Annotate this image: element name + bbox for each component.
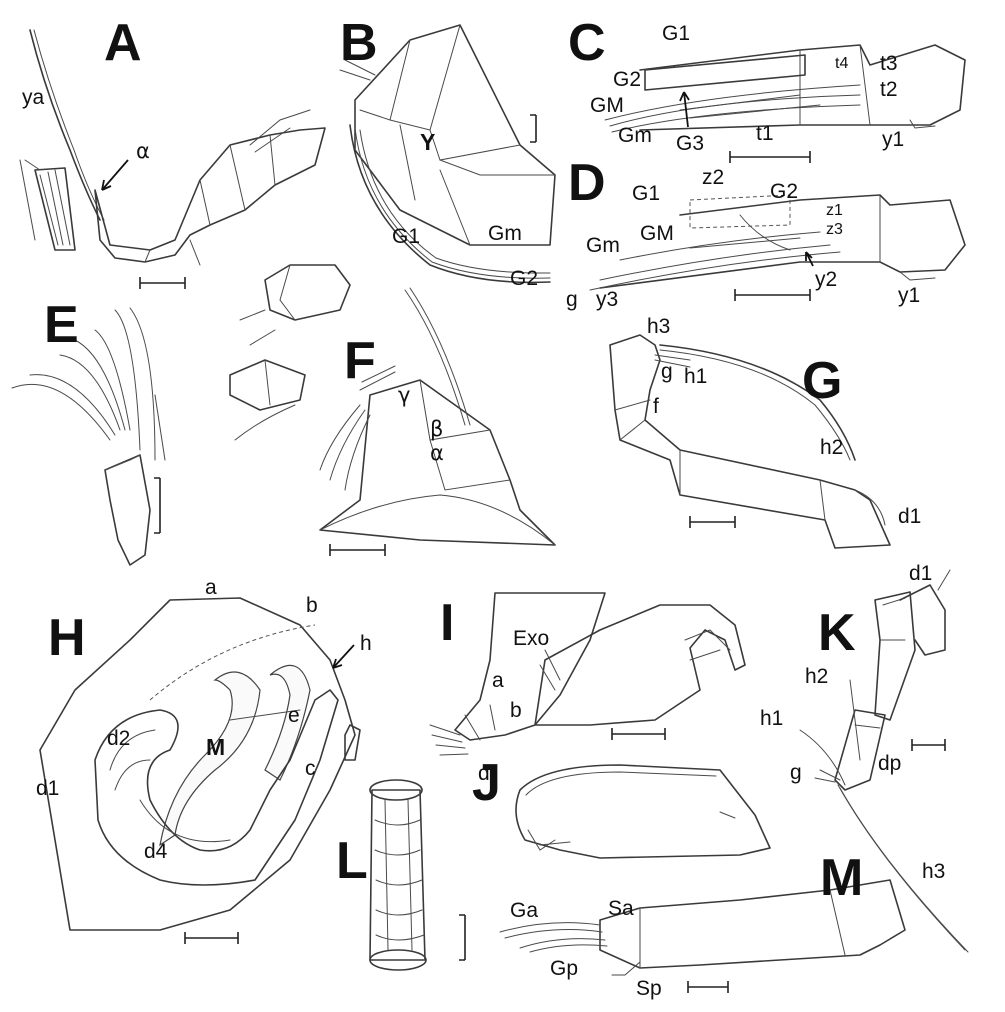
panel-d-label-z3: z3 bbox=[826, 221, 843, 238]
panel-g-label-h3: h3 bbox=[647, 315, 670, 338]
panel-g-label-h2: h2 bbox=[820, 436, 843, 459]
panel-m-letter: M bbox=[820, 849, 863, 907]
panel-m-label-Ga: Ga bbox=[510, 899, 538, 922]
panel-d-label-y3: y3 bbox=[596, 288, 618, 311]
panel-l-letter: L bbox=[336, 832, 368, 890]
panel-c-label-t1: t1 bbox=[756, 122, 774, 145]
panel-d-letter: D bbox=[568, 154, 606, 212]
panel-m: M Ga Sa Gp Sp bbox=[499, 849, 906, 1000]
panel-d-label-y2: y2 bbox=[815, 268, 837, 291]
panel-i-label-a: a bbox=[492, 669, 504, 692]
panel-c-label-y1: y1 bbox=[882, 128, 904, 151]
panel-j: J bbox=[472, 754, 771, 859]
panel-k-label-g: g bbox=[790, 761, 802, 784]
panel-i: I Exo a b d bbox=[429, 592, 746, 785]
panel-i-label-d: d bbox=[478, 762, 490, 785]
panel-h-label-e: e bbox=[288, 704, 300, 727]
panel-b: B Y G1 Gm G2 bbox=[339, 14, 556, 290]
panel-g-letter: G bbox=[802, 352, 842, 410]
panel-k-label-h3: h3 bbox=[922, 860, 945, 883]
panel-g-label-h1: h1 bbox=[684, 365, 707, 388]
panel-c-label-G1: G1 bbox=[662, 22, 690, 45]
panel-b-label-G1: G1 bbox=[392, 225, 420, 248]
panel-d-label-G1: G1 bbox=[632, 182, 660, 205]
panel-d-label-z2: z2 bbox=[702, 166, 724, 189]
panel-h-label-d1: d1 bbox=[36, 777, 59, 800]
panel-g-label-d1: d1 bbox=[898, 505, 921, 528]
panel-k-label-d1: d1 bbox=[909, 562, 932, 585]
panel-d-label-Gm: Gm bbox=[586, 234, 620, 257]
panel-h-label-c: c bbox=[305, 757, 316, 780]
panel-m-label-Sa: Sa bbox=[608, 897, 634, 920]
panel-f-label-gamma: γ bbox=[398, 383, 410, 407]
panel-k-letter: K bbox=[818, 604, 856, 662]
panel-a-letter: A bbox=[104, 14, 142, 72]
panel-f-label-beta: β bbox=[430, 417, 443, 441]
panel-m-label-Gp: Gp bbox=[550, 957, 578, 980]
panel-k-label-dp: dp bbox=[878, 752, 901, 775]
panel-c-label-G3: G3 bbox=[676, 132, 704, 155]
panel-h-label-b: b bbox=[306, 594, 318, 617]
panel-k: K d1 h2 h1 g dp h3 bbox=[760, 562, 969, 953]
panel-d-label-g: g bbox=[566, 288, 578, 311]
panel-i-letter: I bbox=[440, 594, 454, 652]
panel-b-label-G2: G2 bbox=[510, 267, 538, 290]
panel-k-label-h1: h1 bbox=[760, 707, 783, 730]
panel-d-label-y1: y1 bbox=[898, 284, 920, 307]
panel-c-label-t4: t4 bbox=[835, 55, 848, 72]
panel-f-label-alpha: α bbox=[430, 441, 444, 465]
panel-e: E bbox=[11, 296, 166, 566]
panel-f-letter: F bbox=[344, 332, 376, 390]
panel-k-label-h2: h2 bbox=[805, 665, 828, 688]
panel-i-label-b: b bbox=[510, 699, 522, 722]
panel-d-label-GM: GM bbox=[640, 222, 674, 245]
panel-a: A ya α bbox=[19, 14, 326, 289]
panel-g: G h3 g h1 f h2 d1 bbox=[609, 315, 921, 549]
panel-l: L bbox=[336, 779, 466, 971]
panel-c-label-G2: G2 bbox=[613, 68, 641, 91]
panel-c-label-t3: t3 bbox=[880, 52, 898, 75]
panel-c-label-t2: t2 bbox=[880, 78, 898, 101]
panel-h-label-M: M bbox=[206, 734, 225, 760]
panel-h: H a b h e M c d2 d1 d4 bbox=[36, 576, 372, 944]
panel-c-label-GM: GM bbox=[590, 94, 624, 117]
panel-h-label-h: h bbox=[360, 632, 372, 655]
panel-a-label-ya: ya bbox=[22, 86, 45, 109]
panel-c-label-Gm: Gm bbox=[618, 124, 652, 147]
panel-b-label-Y: Y bbox=[420, 129, 435, 155]
panel-h-label-d4: d4 bbox=[144, 840, 168, 863]
panel-h-label-a: a bbox=[205, 576, 217, 599]
panel-e-letter: E bbox=[44, 296, 79, 354]
panel-c: C G1 G2 GM Gm G3 t1 t2 t3 t4 y1 bbox=[568, 14, 966, 163]
panel-g-label-g: g bbox=[661, 360, 673, 383]
panel-c-letter: C bbox=[568, 14, 606, 72]
panel-d: D G1 z2 G2 z1 z3 GM Gm g y3 y2 y1 bbox=[566, 154, 966, 311]
panel-g-label-f: f bbox=[653, 395, 659, 418]
panel-h-label-d2: d2 bbox=[107, 727, 130, 750]
panel-a-label-alpha: α bbox=[136, 139, 150, 163]
panel-f: F γ β α bbox=[229, 264, 556, 556]
panel-d-label-G2: G2 bbox=[770, 180, 798, 203]
panel-d-label-z1: z1 bbox=[826, 202, 843, 219]
panel-j-letter: J bbox=[472, 754, 501, 812]
panel-b-label-Gm: Gm bbox=[488, 222, 522, 245]
panel-m-label-Sp: Sp bbox=[636, 977, 662, 1000]
panel-b-letter: B bbox=[340, 14, 378, 72]
panel-i-label-Exo: Exo bbox=[513, 627, 549, 650]
panel-h-letter: H bbox=[48, 609, 86, 667]
